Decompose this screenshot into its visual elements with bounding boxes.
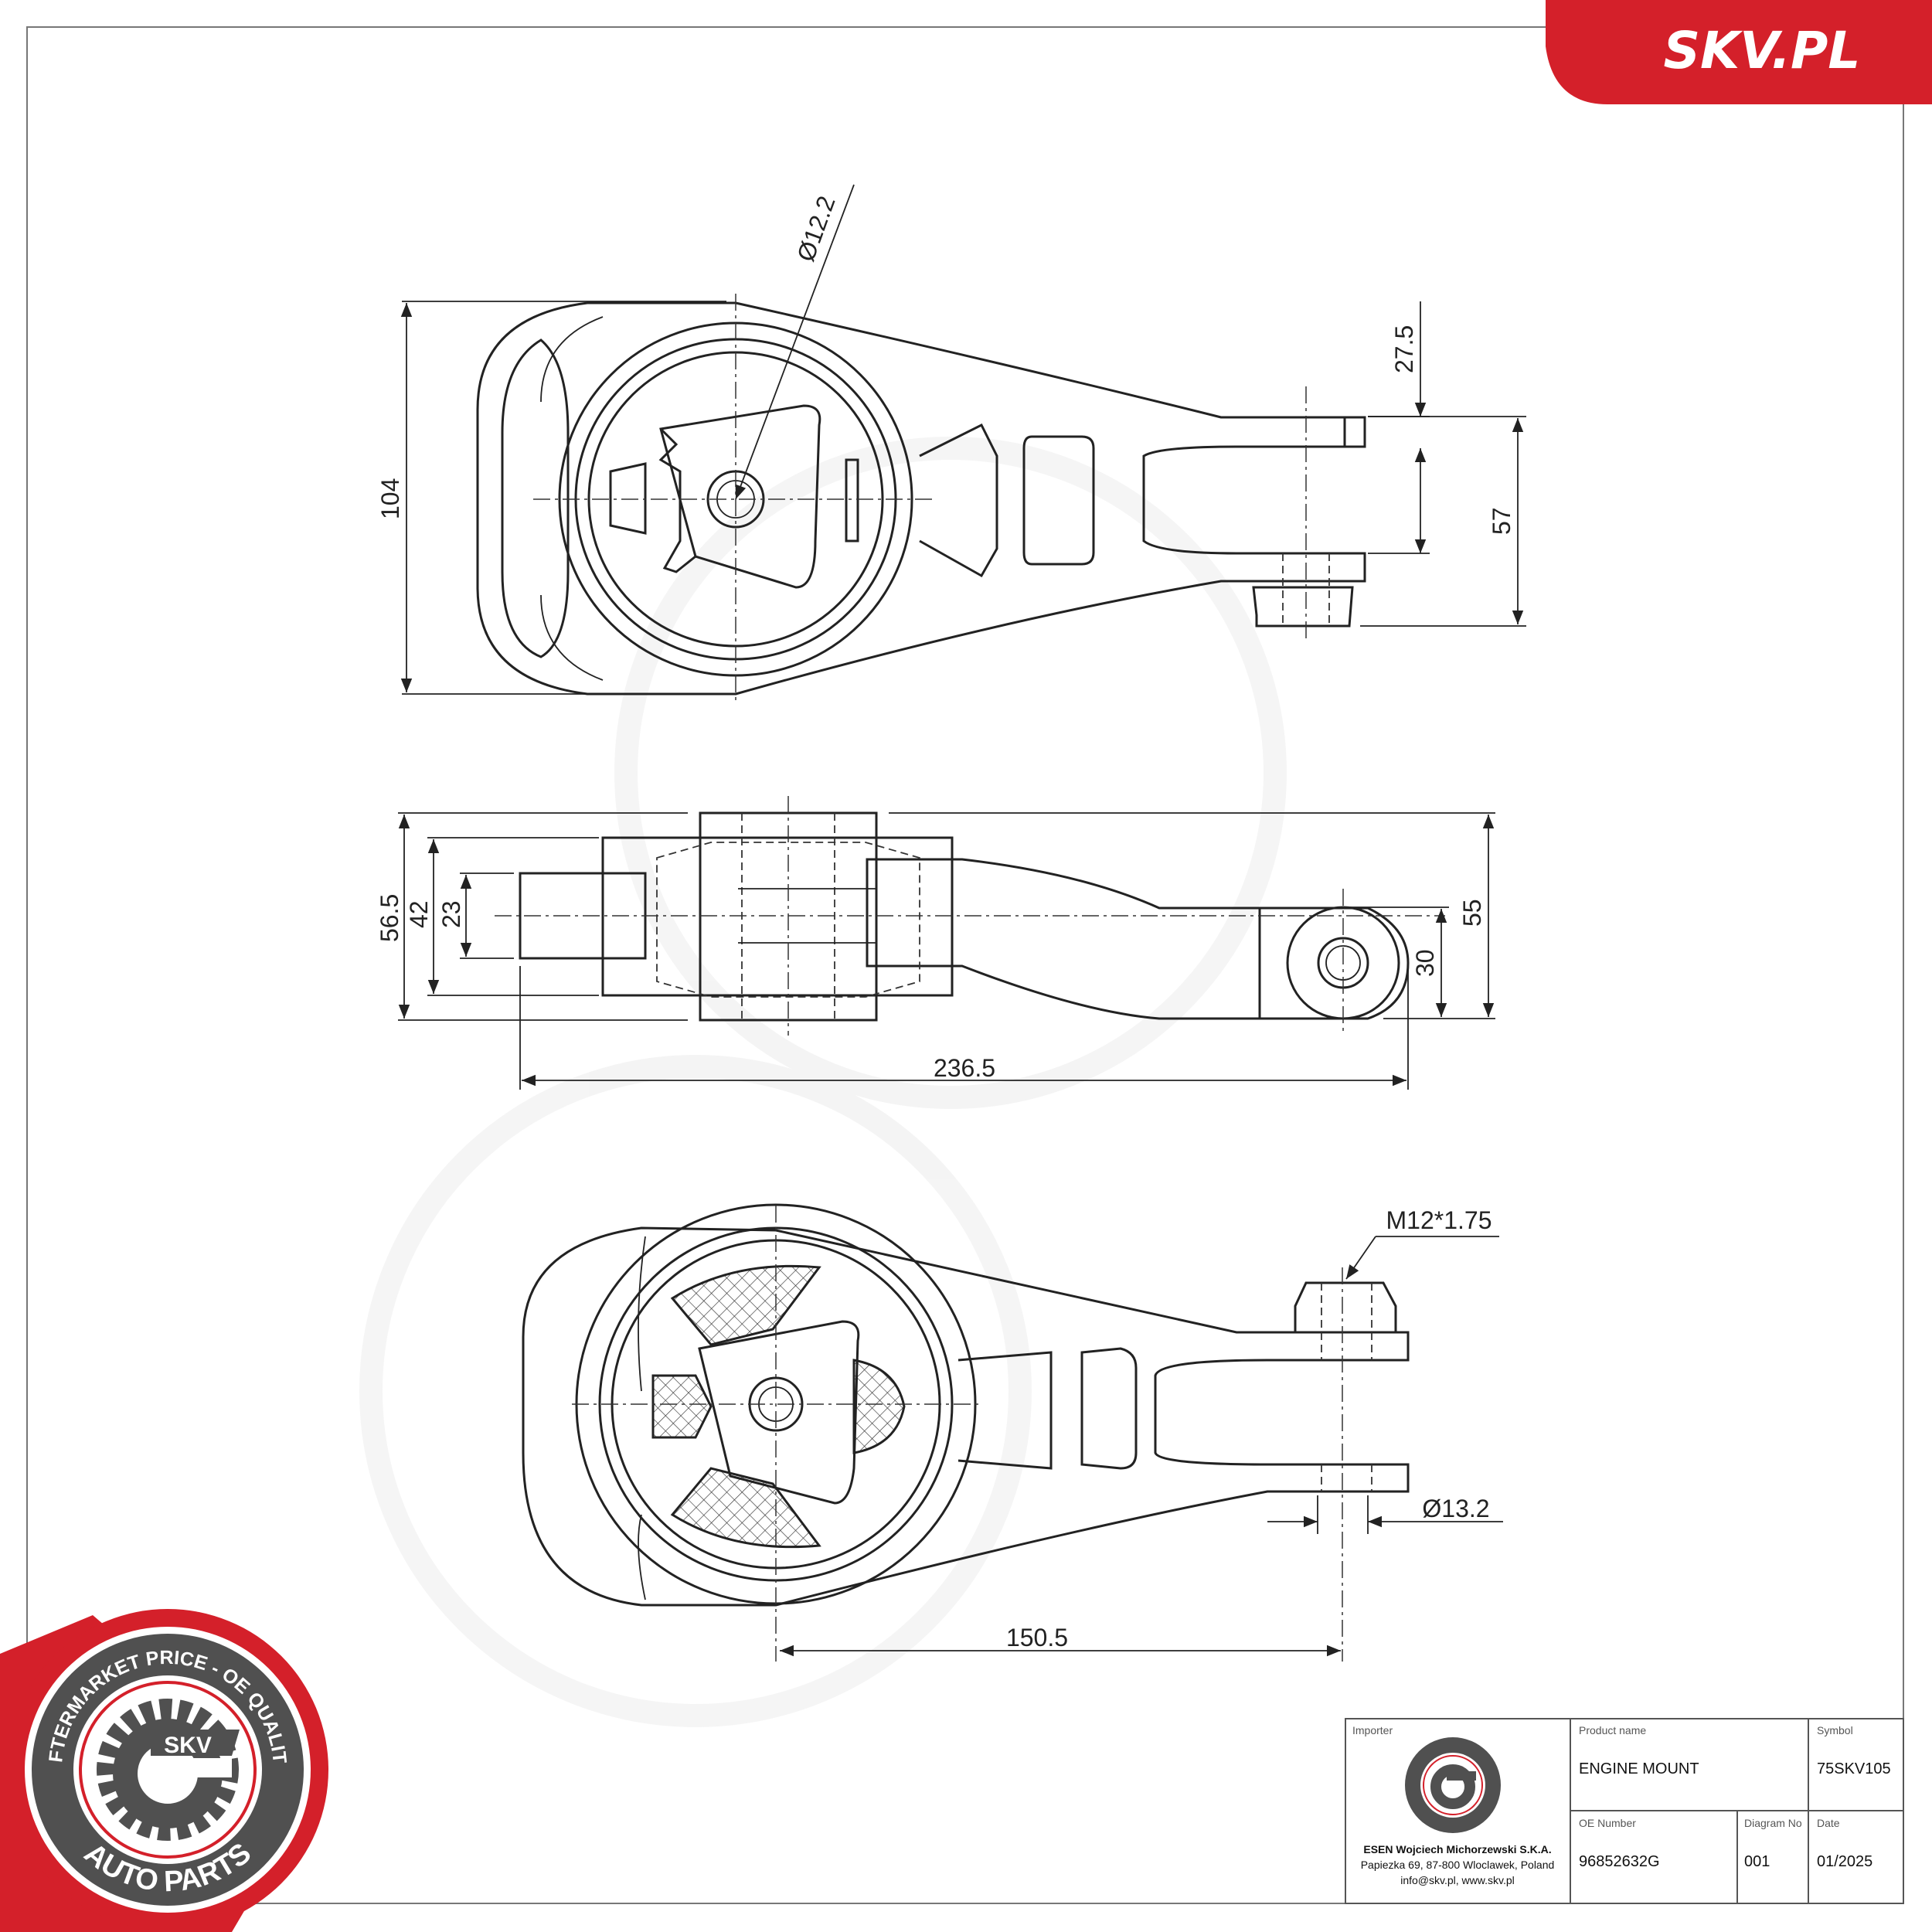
brand-banner-text: SKV.PL	[1664, 21, 1861, 80]
diagram-no-label: Diagram No	[1744, 1817, 1802, 1829]
importer-contact: info@skv.pl, www.skv.pl	[1400, 1874, 1515, 1886]
brand-banner: SKV.PL	[1546, 0, 1932, 104]
dim-bore: Ø12.2	[791, 192, 841, 265]
diagram-no: 001	[1744, 1853, 1770, 1870]
skv-stamp-logo: SKV AFTERMARKET PRICE - OE QUALITY AUTO …	[0, 0, 328, 1932]
dim-13-2: Ø13.2	[1422, 1495, 1489, 1522]
watermark	[359, 437, 1287, 1727]
side-view: 56.5 42 23 55 30 236.5	[376, 796, 1495, 1090]
stamp-center-text: SKV	[164, 1733, 212, 1758]
symbol-value: 75SKV105	[1817, 1760, 1891, 1777]
drawing-frame	[26, 26, 1904, 1904]
symbol-label: Symbol	[1817, 1724, 1853, 1736]
title-block: Importer ESEN Wojciech Michorzewski S.K.…	[1345, 1718, 1904, 1904]
stamp-top-text: AFTERMARKET PRICE - OE QUALITY	[0, 0, 291, 1764]
oe-number: 96852632G	[1579, 1853, 1660, 1870]
dim-30: 30	[1411, 949, 1439, 977]
product-name: ENGINE MOUNT	[1579, 1760, 1699, 1777]
dim-104: 104	[376, 478, 404, 519]
dim-42: 42	[405, 900, 433, 928]
importer-name: ESEN Wojciech Michorzewski S.K.A.	[1363, 1843, 1551, 1855]
dim-56-5: 56.5	[376, 894, 403, 942]
date-value: 01/2025	[1817, 1853, 1872, 1870]
top-view: 104 Ø12.2 27.5 57	[376, 184, 1526, 703]
bottom-view: M12*1.75 Ø13.2 150.5	[522, 1203, 1503, 1662]
product-name-label: Product name	[1579, 1724, 1646, 1736]
dim-236-5: 236.5	[934, 1054, 995, 1082]
date-label: Date	[1817, 1817, 1840, 1829]
dim-23: 23	[437, 900, 465, 928]
dim-27-5: 27.5	[1390, 325, 1418, 373]
dim-55: 55	[1458, 899, 1486, 927]
dim-thread: M12*1.75	[1386, 1206, 1492, 1234]
dim-150-5: 150.5	[1006, 1624, 1068, 1651]
importer-logo	[1405, 1737, 1501, 1833]
oe-number-label: OE Number	[1579, 1817, 1636, 1829]
importer-label: Importer	[1352, 1724, 1393, 1736]
dim-57: 57	[1488, 507, 1515, 535]
importer-address: Papiezka 69, 87-800 Wloclawek, Poland	[1361, 1859, 1555, 1871]
